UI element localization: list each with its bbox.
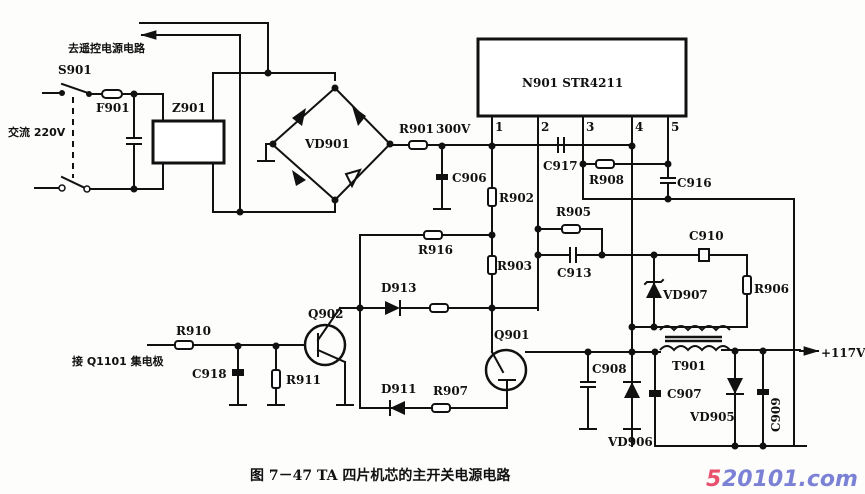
label-r908: R908 bbox=[589, 173, 624, 187]
label-vd905: VD905 bbox=[689, 410, 735, 424]
figure-caption: 图 7－47 TA 四片机芯的主开关电源电路 bbox=[250, 467, 511, 484]
label-pin5: 5 bbox=[671, 120, 679, 134]
label-z901: Z901 bbox=[172, 101, 206, 115]
secondary-output bbox=[721, 346, 820, 450]
label-vd907: VD907 bbox=[662, 288, 708, 302]
label-c910: C910 bbox=[689, 229, 724, 243]
watermark: 5 20101.com bbox=[706, 467, 858, 492]
label-r903: R903 bbox=[497, 259, 532, 273]
r908-c916 bbox=[579, 159, 795, 447]
label-q902: Q902 bbox=[308, 307, 344, 321]
switch-s901 bbox=[34, 82, 92, 193]
watermark-text: 20101.com bbox=[722, 467, 858, 492]
label-c918: C918 bbox=[192, 367, 227, 381]
label-q901: Q901 bbox=[494, 328, 530, 342]
r902-r903-r916 bbox=[359, 187, 539, 409]
label-t901: T901 bbox=[672, 359, 706, 373]
label-r901: R901 bbox=[399, 122, 434, 136]
c917 bbox=[557, 137, 636, 153]
label-input-q1101: 接 Q1101 集电极 bbox=[72, 354, 165, 368]
label-300v: 300V bbox=[436, 122, 471, 136]
label-c913: C913 bbox=[557, 266, 592, 280]
label-ac-input: 交流 220V bbox=[8, 125, 66, 139]
label-r907: R907 bbox=[433, 384, 468, 398]
label-pin2: 2 bbox=[541, 120, 549, 134]
label-r910: R910 bbox=[176, 324, 211, 338]
label-c917: C917 bbox=[543, 159, 578, 173]
q902-stage bbox=[147, 306, 354, 406]
label-c907: C907 bbox=[667, 387, 702, 401]
label-c908: C908 bbox=[592, 362, 627, 376]
label-pin1: 1 bbox=[495, 120, 503, 134]
label-r905: R905 bbox=[556, 205, 591, 219]
label-r906: R906 bbox=[754, 282, 789, 296]
label-c909: C909 bbox=[769, 397, 783, 432]
label-r902: R902 bbox=[499, 191, 534, 205]
label-pin4: 4 bbox=[635, 120, 643, 134]
transformer-t901 bbox=[659, 325, 731, 352]
d913-d911 bbox=[339, 300, 493, 416]
label-r911: R911 bbox=[286, 373, 321, 387]
filter-cap-and-z901 bbox=[89, 69, 336, 216]
fuse-f901 bbox=[88, 89, 164, 99]
q901-stage bbox=[359, 348, 807, 447]
watermark-prefix: 5 bbox=[706, 467, 721, 492]
label-c916: C916 bbox=[677, 176, 712, 190]
label-output-117v: +117V bbox=[821, 346, 865, 360]
label-vd901: VD901 bbox=[304, 137, 350, 151]
label-s901: S901 bbox=[58, 63, 92, 77]
r905-c913 bbox=[534, 224, 748, 263]
remote-supply-wires bbox=[139, 22, 269, 213]
label-remote: 去遥控电源电路 bbox=[68, 41, 146, 55]
label-ic-n901: N901 STR4211 bbox=[522, 76, 623, 90]
label-f901: F901 bbox=[96, 101, 130, 115]
label-pin3: 3 bbox=[586, 120, 594, 134]
label-r916: R916 bbox=[418, 243, 453, 257]
label-d913: D913 bbox=[381, 281, 416, 295]
label-c906: C906 bbox=[452, 171, 487, 185]
label-d911: D911 bbox=[381, 382, 416, 396]
label-vd906: VD906 bbox=[607, 435, 653, 449]
